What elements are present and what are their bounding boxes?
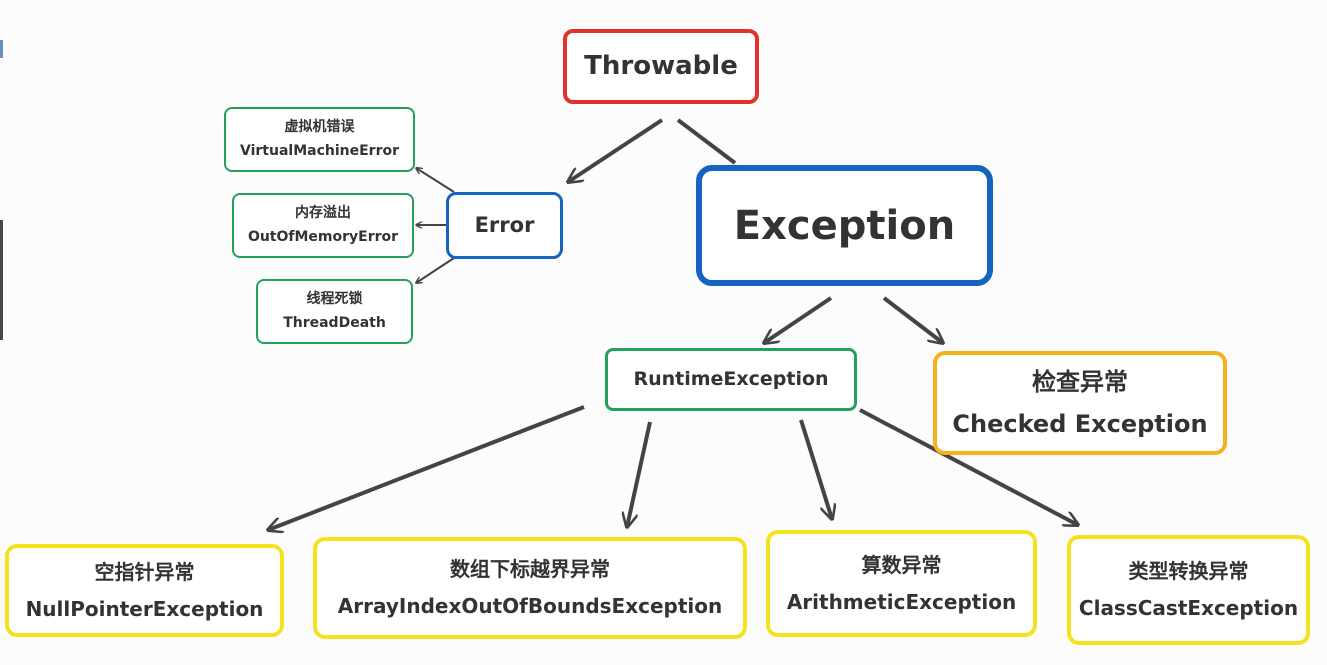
arrow-runtime-to-arithmetic <box>799 419 832 519</box>
error-label: Error <box>474 213 535 238</box>
class-cast-en: ClassCastException <box>1078 596 1299 620</box>
vm-error-cn: 虚拟机错误 <box>284 119 355 135</box>
class-cast-cn: 类型转换异常 <box>1128 559 1249 583</box>
arrow-error-to-thread <box>416 257 455 283</box>
error-node: Error <box>446 192 563 259</box>
oom-error-en: OutOfMemoryError <box>247 228 399 245</box>
thread-death-node: 线程死锁 ThreadDeath <box>256 279 413 344</box>
arrow-exception-to-runtime <box>764 296 833 343</box>
thread-death-cn: 线程死锁 <box>306 291 363 307</box>
left-edge-bar <box>0 220 3 340</box>
runtime-exception-label: RuntimeException <box>633 367 829 390</box>
array-index-en: ArrayIndexOutOfBoundsException <box>337 594 723 618</box>
arrow-throwable-to-exception <box>676 118 737 165</box>
left-edge-marker <box>0 40 3 58</box>
arrow-error-to-vm <box>416 168 455 193</box>
class-cast-node: 类型转换异常 ClassCastException <box>1067 535 1310 645</box>
null-pointer-en: NullPointerException <box>25 596 264 621</box>
thread-death-en: ThreadDeath <box>283 314 386 331</box>
checked-exception-en: Checked Exception <box>952 410 1208 438</box>
arrow-exception-to-checked <box>882 296 943 343</box>
null-pointer-cn: 空指针异常 <box>94 559 195 584</box>
arithmetic-en: ArithmeticException <box>786 589 1017 614</box>
arrow-runtime-to-nullpointer <box>268 405 585 530</box>
exception-label: Exception <box>733 202 956 249</box>
vm-error-en: VirtualMachineError <box>240 142 399 159</box>
array-index-cn: 数组下标越界异常 <box>450 557 610 581</box>
arrow-runtime-to-arrayindex <box>627 421 652 527</box>
arithmetic-cn: 算数异常 <box>861 552 942 577</box>
exception-node: Exception <box>696 165 993 286</box>
null-pointer-node: 空指针异常 NullPointerException <box>5 544 284 637</box>
runtime-exception-node: RuntimeException <box>605 348 857 411</box>
checked-exception-cn: 检查异常 <box>1032 368 1128 396</box>
oom-error-cn: 内存溢出 <box>295 205 351 221</box>
throwable-node: Throwable <box>563 29 759 104</box>
throwable-label: Throwable <box>584 51 738 82</box>
arithmetic-node: 算数异常 ArithmeticException <box>766 530 1037 637</box>
vm-error-node: 虚拟机错误 VirtualMachineError <box>224 107 415 172</box>
arrow-throwable-to-error <box>568 118 664 182</box>
oom-error-node: 内存溢出 OutOfMemoryError <box>232 193 414 258</box>
array-index-node: 数组下标越界异常 ArrayIndexOutOfBoundsException <box>313 537 747 639</box>
checked-exception-node: 检查异常 Checked Exception <box>933 351 1227 455</box>
